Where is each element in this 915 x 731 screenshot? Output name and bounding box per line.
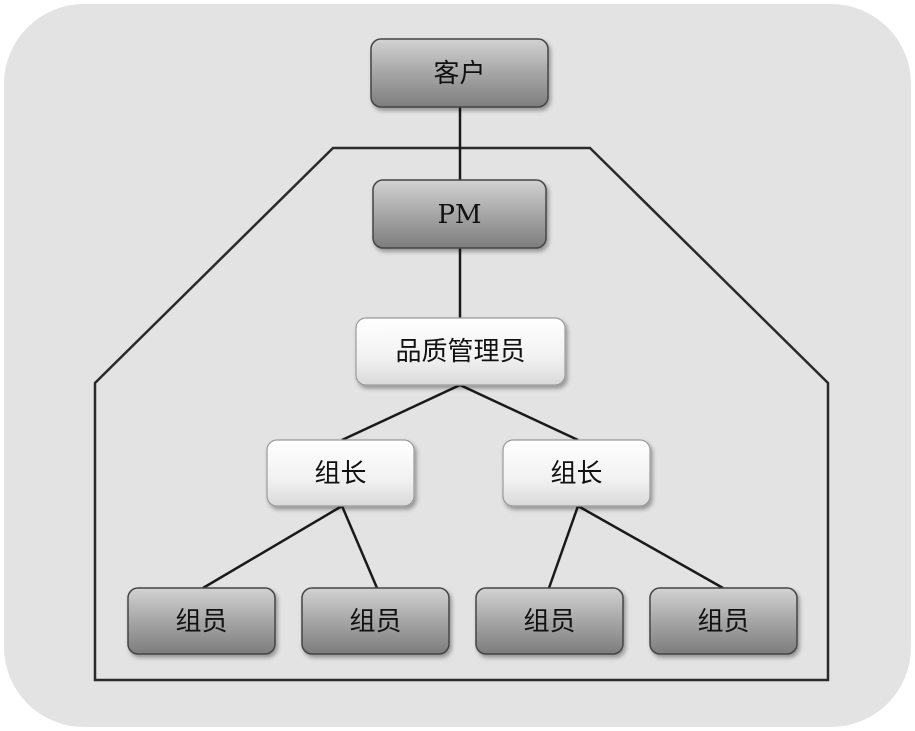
node-team-leader-left: 组长	[266, 439, 415, 507]
organization-boundary	[93, 146, 830, 682]
node-quality-manager-label: 品质管理员	[395, 337, 525, 367]
node-member-2: 组员	[301, 587, 450, 655]
edge-quality-manager-leader-right	[459, 383, 579, 442]
edge-leader-right-member-4	[577, 504, 724, 590]
node-member-1-label: 组员	[175, 607, 227, 637]
node-team-leader-right: 组长	[502, 439, 651, 507]
node-team-leader-right-label: 组长	[550, 459, 602, 489]
edge-leader-right-member-3	[547, 505, 580, 589]
edge-leader-left-member-1	[202, 504, 343, 590]
edge-quality-manager-leader-left	[341, 383, 461, 442]
node-member-4-label: 组员	[697, 607, 749, 637]
node-customer: 客户	[370, 38, 549, 108]
node-customer-label: 客户	[433, 59, 485, 89]
node-pm-label: PM	[437, 200, 481, 230]
edge-leader-left-member-2	[340, 505, 379, 589]
node-member-2-label: 组员	[349, 607, 401, 637]
node-quality-manager: 品质管理员	[355, 317, 566, 386]
node-member-1: 组员	[127, 587, 276, 655]
node-member-4: 组员	[649, 587, 798, 655]
connector-lines	[202, 107, 724, 590]
node-team-leader-left-label: 组长	[314, 459, 366, 489]
node-pm: PM	[372, 179, 547, 249]
node-member-3-label: 组员	[523, 607, 575, 637]
node-member-3: 组员	[475, 587, 624, 655]
